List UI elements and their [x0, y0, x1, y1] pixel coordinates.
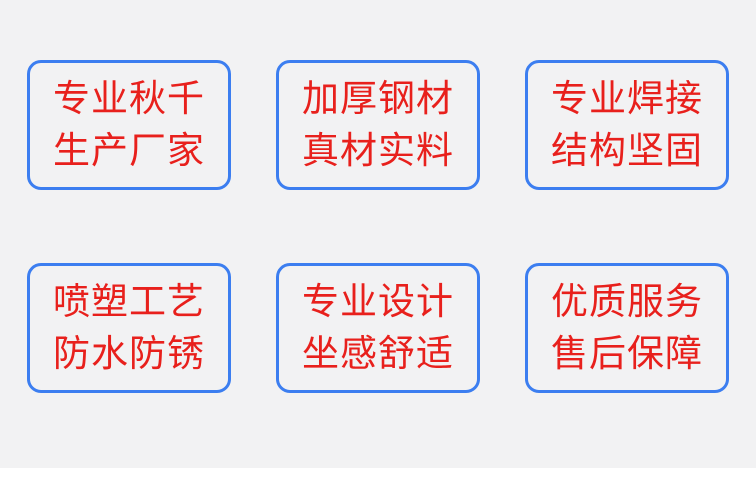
feature-line-2: 结构坚固	[551, 129, 703, 172]
feature-card-coating: 喷塑工艺 防水防锈	[27, 263, 231, 393]
feature-line-1: 喷塑工艺	[53, 280, 205, 323]
feature-card-factory: 专业秋千 生产厂家	[27, 60, 231, 190]
feature-line-1: 优质服务	[551, 280, 703, 323]
feature-line-2: 生产厂家	[53, 129, 205, 172]
feature-card-service: 优质服务 售后保障	[525, 263, 729, 393]
feature-card-design: 专业设计 坐感舒适	[276, 263, 480, 393]
feature-line-2: 售后保障	[551, 332, 703, 375]
feature-line-1: 专业秋千	[53, 77, 205, 120]
feature-line-2: 防水防锈	[53, 332, 205, 375]
feature-line-2: 坐感舒适	[302, 332, 454, 375]
feature-card-steel: 加厚钢材 真材实料	[276, 60, 480, 190]
bottom-divider-strip	[0, 468, 756, 478]
feature-line-2: 真材实料	[302, 129, 454, 172]
feature-line-1: 加厚钢材	[302, 77, 454, 120]
feature-line-1: 专业设计	[302, 280, 454, 323]
feature-card-welding: 专业焊接 结构坚固	[525, 60, 729, 190]
feature-line-1: 专业焊接	[551, 77, 703, 120]
